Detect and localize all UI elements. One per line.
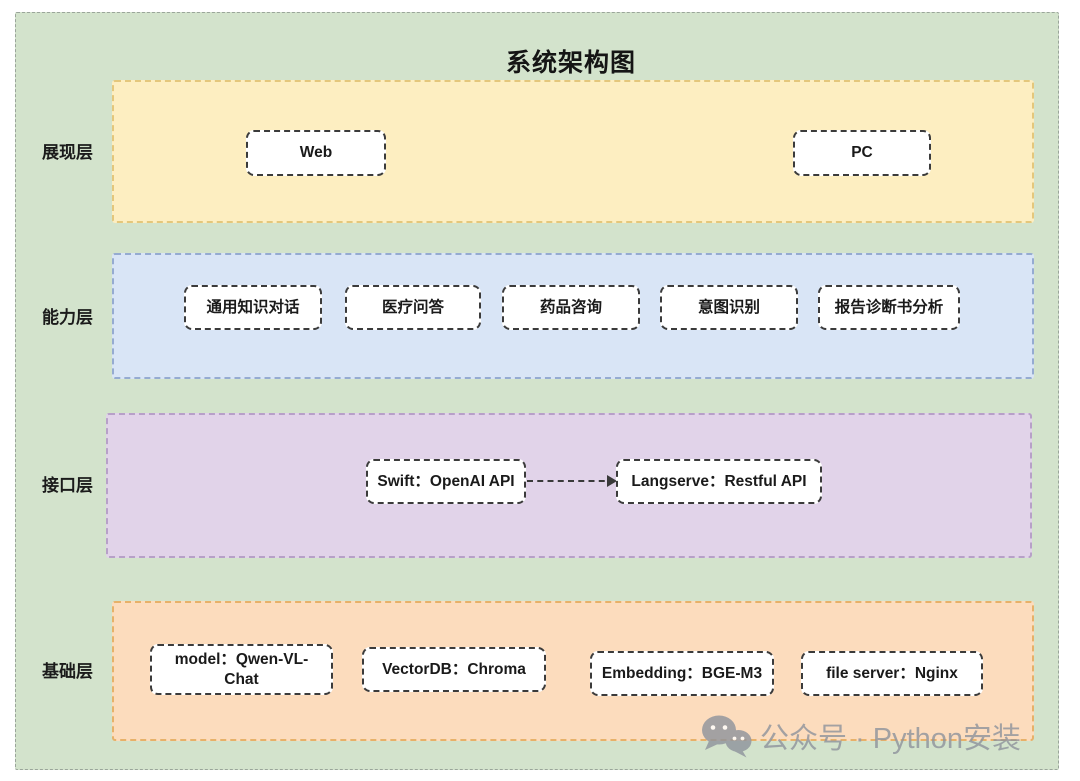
layer-label-interface: 接口层 — [42, 476, 93, 495]
node-pc: PC — [793, 130, 931, 176]
presentation-layer-band: Web PC — [112, 80, 1034, 223]
watermark: 公众号 · Python安装 — [700, 710, 1021, 762]
node-embedding-bge-m3: Embedding：BGE-M3 — [590, 651, 774, 696]
capability-layer-band: 通用知识对话 医疗问答 药品咨询 意图识别 报告诊断书分析 — [112, 253, 1034, 379]
layer-label-presentation: 展现层 — [42, 143, 93, 162]
layer-label-capability: 能力层 — [42, 308, 93, 327]
node-report-diagnosis-analysis: 报告诊断书分析 — [818, 285, 960, 330]
node-intent-recognition: 意图识别 — [660, 285, 798, 330]
wechat-icon — [702, 715, 752, 758]
node-medical-qa: 医疗问答 — [345, 285, 481, 330]
diagram-canvas: 系统架构图 展现层 能力层 接口层 基础层 Web PC 通用知识对话 医疗问答… — [15, 12, 1059, 770]
watermark-text: 公众号 · Python安装 — [760, 723, 1022, 755]
node-file-server-nginx: file server：Nginx — [801, 651, 983, 696]
dashed-arrow-right-icon — [527, 475, 617, 487]
node-web: Web — [246, 130, 386, 176]
foundation-layer-band: model：Qwen-VL-Chat VectorDB：Chroma Embed… — [112, 601, 1034, 741]
node-langserve-restful-api: Langserve：Restful API — [616, 459, 822, 504]
interface-layer-band: Swift：OpenAI API Langserve：Restful API — [106, 413, 1032, 558]
node-general-knowledge-chat: 通用知识对话 — [184, 285, 322, 330]
node-model-qwen-vl-chat: model：Qwen-VL-Chat — [150, 644, 333, 695]
node-swift-openai-api: Swift：OpenAI API — [366, 459, 526, 504]
node-drug-consultation: 药品咨询 — [502, 285, 640, 330]
layer-label-foundation: 基础层 — [42, 662, 93, 681]
diagram-title: 系统架构图 — [505, 49, 636, 77]
node-vectordb-chroma: VectorDB：Chroma — [362, 647, 546, 692]
